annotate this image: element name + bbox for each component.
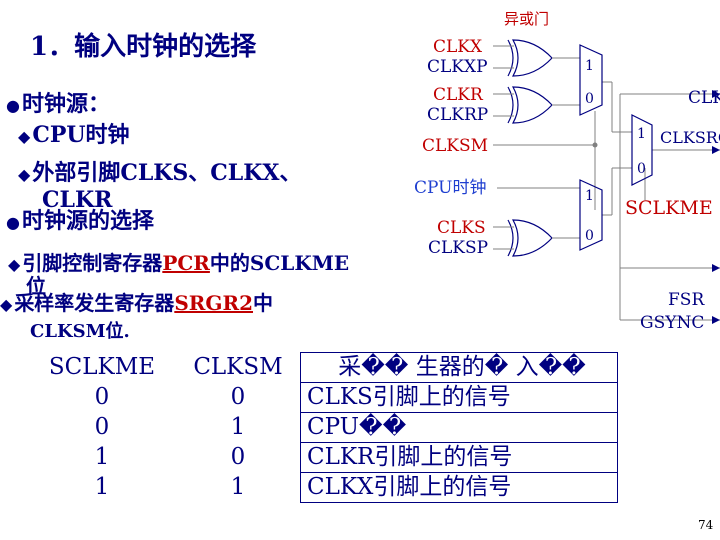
page-number: 74: [698, 518, 714, 532]
clksm-label: CLKSM: [422, 136, 488, 156]
mux2-input-zero: 0: [585, 228, 594, 244]
round-bullet-icon: ●: [6, 96, 20, 115]
table-cell: CLKR引脚上的信号: [300, 442, 618, 473]
arrow-right-icon: [712, 264, 720, 272]
external-pins-continuation: CLKR: [42, 187, 113, 213]
arrow-right-icon: [712, 146, 720, 154]
clksrg-label: CLKSRG: [660, 128, 720, 147]
table-cell: 1: [94, 444, 110, 470]
mux-icon: [631, 114, 653, 186]
xor-gate-icon: [507, 86, 553, 124]
xor-gate-icon: [507, 219, 553, 257]
table-cell: 1: [94, 474, 110, 500]
clock-source-table: SCLKME CLKSM 采�� 生器的� 入�� 0 0 CLKS引脚上的信号…: [28, 352, 618, 503]
clksm-text-post: 中: [253, 291, 273, 315]
bullet-clock-selection: ●时钟源的选择: [6, 203, 154, 235]
clkxp-label: CLKXP: [427, 57, 488, 77]
clksp-label: CLKSP: [428, 238, 488, 258]
mux2-input-one: 1: [585, 188, 594, 204]
mux1-input-zero: 0: [585, 91, 594, 107]
bullet-cpu-clock: ◆CPU时钟: [18, 117, 130, 149]
pcr-register: PCR: [162, 251, 210, 275]
table-header-input: 采�� 生器的� 入��: [300, 352, 618, 383]
bullet-external-pins: ◆外部引脚CLKS、CLKX、: [18, 155, 301, 187]
diamond-bullet-icon: ◆: [18, 127, 31, 146]
table-cell: 0: [230, 384, 246, 410]
sclkme-label: SCLKME: [625, 197, 713, 219]
clks-label: CLKS: [437, 218, 486, 238]
mux-icon: [579, 44, 603, 116]
bullet-sclkme: ◆引脚控制寄存器PCR中的SCLKME: [8, 247, 349, 276]
table-cell: 0: [94, 384, 110, 410]
clkr-label: CLKR: [433, 85, 484, 105]
table-header-sclkme: SCLKME: [48, 354, 156, 380]
xor-gate-label: 异或门: [504, 10, 549, 28]
mux-icon: [579, 179, 603, 251]
diamond-bullet-icon: ◆: [8, 255, 21, 274]
mux3-input-zero: 0: [637, 161, 646, 177]
arrow-right-icon: [712, 316, 720, 324]
table-cell: CPU��: [300, 412, 618, 443]
junction-dot: [592, 142, 598, 148]
round-bullet-icon: ●: [6, 213, 20, 232]
gsync-label: GSYNC: [640, 313, 704, 333]
bullet-clksm: ◆采样率发生寄存器SRGR2中: [0, 287, 273, 316]
table-header-row: SCLKME CLKSM 采�� 生器的� 入��: [28, 352, 618, 383]
table-row: 1 1 CLKX引脚上的信号: [28, 472, 618, 503]
sclkme-continuation: 位: [26, 274, 46, 298]
mux3-input-one: 1: [637, 126, 646, 142]
xor-gate-icon: [507, 39, 553, 77]
table-cell: 0: [230, 444, 246, 470]
table-cell: CLKS引脚上的信号: [300, 382, 618, 413]
table-cell: CLKX引脚上的信号: [300, 472, 618, 503]
sclkme-text-post: 中的SCLKME: [209, 251, 350, 275]
clock-selection-label: 时钟源的选择: [21, 208, 154, 234]
sclkme-text-pre: 引脚控制寄存器: [22, 251, 163, 275]
mux1-input-one: 1: [585, 58, 594, 74]
clksm-text-pre: 采样率发生寄存器: [14, 291, 175, 315]
clksm-continuation: CLKSM位.: [30, 321, 130, 342]
table-header-clksm: CLKSM: [193, 354, 283, 380]
diamond-bullet-icon: ◆: [18, 165, 31, 184]
cpu-clock-label-diagram: CPU时钟: [414, 178, 486, 198]
table-cell: 1: [230, 474, 246, 500]
signal-wires: [493, 45, 720, 321]
clkx-label: CLKX: [433, 37, 483, 57]
clkrp-label: CLKRP: [427, 105, 488, 125]
table-cell: 0: [94, 414, 110, 440]
srgr2-register: SRGR2: [174, 291, 253, 315]
arrow-right-icon: [712, 90, 720, 98]
table-cell: 1: [230, 414, 246, 440]
table-row: 0 0 CLKS引脚上的信号: [28, 382, 618, 413]
clock-source-label: 时钟源：: [21, 91, 110, 117]
bullet-clock-source: ●时钟源：: [6, 86, 110, 118]
external-pins-label: 外部引脚CLKS、CLKX、: [32, 160, 302, 186]
fsr-label: FSR: [668, 290, 705, 310]
clkg-label: CLKG: [688, 88, 720, 108]
page-title: 1．输入时钟的选择: [30, 32, 257, 62]
table-row: 0 1 CPU��: [28, 412, 618, 443]
cpu-clock-label: CPU时钟: [32, 122, 130, 148]
diamond-bullet-icon: ◆: [0, 295, 13, 314]
table-row: 1 0 CLKR引脚上的信号: [28, 442, 618, 473]
